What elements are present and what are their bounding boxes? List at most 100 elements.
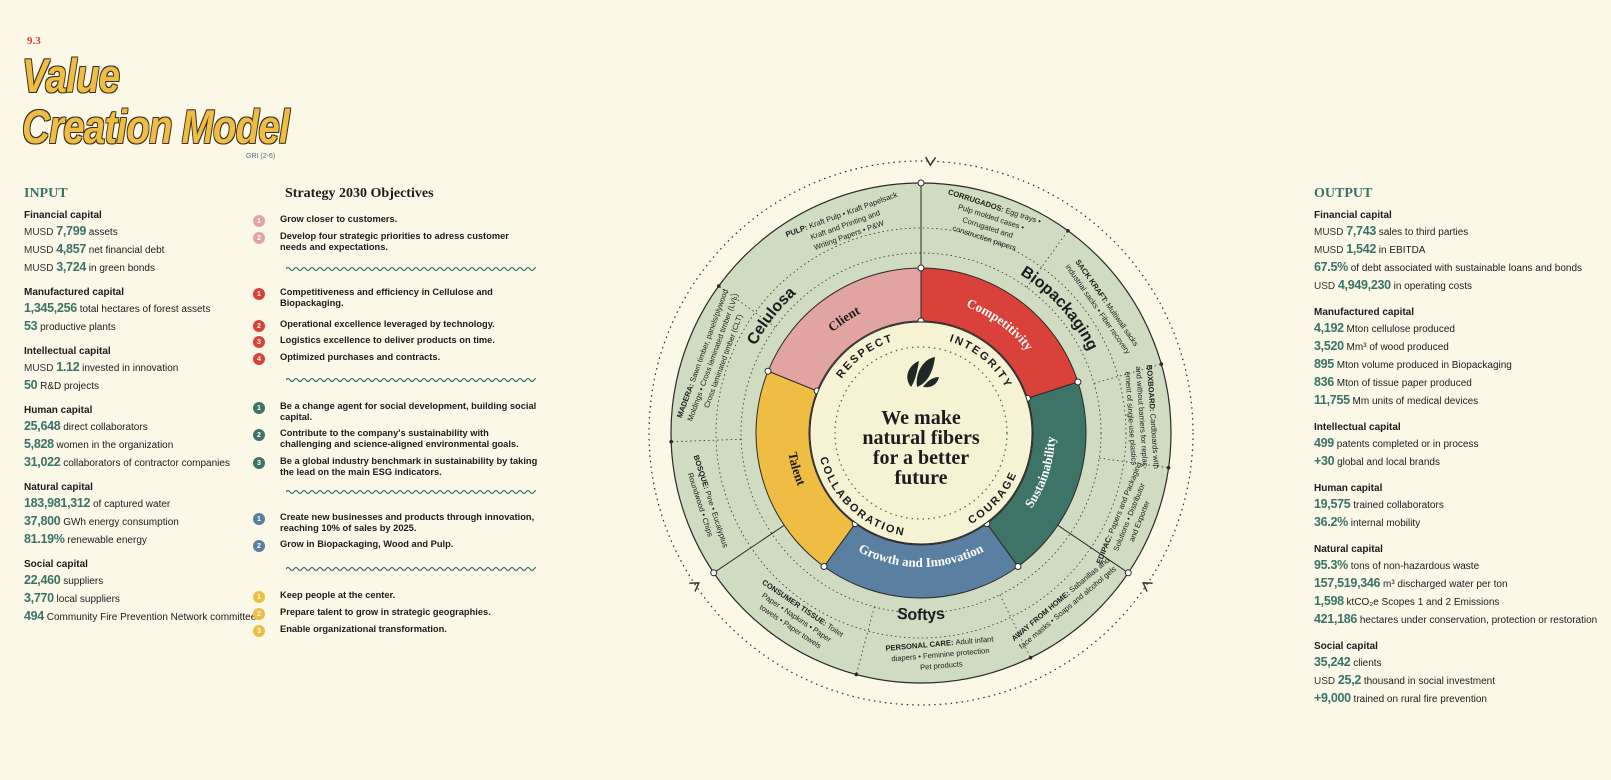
item-value: 836	[1314, 375, 1334, 389]
item-unit: USD	[1314, 676, 1338, 687]
item-text: local suppliers	[53, 594, 120, 605]
objective-number-badge: 1	[253, 288, 265, 300]
input-capital-name: Human capital	[24, 405, 93, 416]
divider-dot	[854, 672, 859, 677]
page-title: Value Creation Model	[22, 50, 290, 152]
output-capital-item: 11,755 Mm units of medical devices	[1314, 392, 1604, 410]
divider-dot	[669, 439, 673, 444]
input-capital-item: 22,460 suppliers	[24, 572, 254, 590]
item-value: +9,000	[1314, 691, 1351, 705]
item-text: Mm units of medical devices	[1349, 396, 1479, 407]
item-value: 22,460	[24, 573, 61, 587]
input-capital-item: 25,648 direct collaborators	[24, 418, 254, 436]
objective-text: Logistics excellence to deliver products…	[280, 335, 495, 345]
item-text: women in the organization	[53, 440, 174, 451]
item-text: Mm³ of wood produced	[1343, 342, 1449, 353]
item-value: 421,186	[1314, 612, 1358, 626]
input-heading: INPUT	[24, 186, 68, 201]
objective-text: Be a change agent for social development…	[280, 401, 537, 422]
output-capital-item: 95.3% tons of non-hazardous waste	[1314, 557, 1604, 575]
divider-dot	[1028, 655, 1033, 660]
output-capital-item: +9,000 trained on rural fire prevention	[1314, 690, 1604, 708]
objective-text: Create new businesses and products throu…	[280, 512, 535, 533]
divider-dot	[710, 569, 718, 577]
input-capital-item: MUSD 3,724 in green bonds	[24, 259, 254, 277]
item-value: 7,743	[1346, 224, 1377, 238]
output-capital-item: USD 4,949,230 in operating costs	[1314, 277, 1604, 295]
input-capital-item: 37,800 GWh energy consumption	[24, 513, 254, 531]
outer-orbit-ring	[648, 160, 1194, 706]
item-text: hectares under conservation, protection …	[1357, 615, 1598, 626]
input-capital-item: 1,345,256 total hectares of forest asset…	[24, 300, 254, 318]
leaf-logo-icon	[907, 357, 939, 388]
item-text: R&D projects	[37, 381, 99, 392]
input-capital-item: 494 Community Fire Prevention Network co…	[24, 608, 261, 626]
output-capital-item: 19,575 trained collaborators	[1314, 496, 1604, 514]
item-value: 50	[24, 378, 38, 392]
item-text: total hectares of forest assets	[76, 304, 211, 315]
output-capital-item: 421,186 hectares under conservation, pro…	[1314, 611, 1604, 629]
item-unit: USD	[1314, 281, 1338, 292]
output-capital-item: 1,598 ktCO₂e Scopes 1 and 2 Emissions	[1314, 593, 1604, 611]
input-capital-name: Natural capital	[24, 482, 93, 493]
input-capital-item: MUSD 7,799 assets	[24, 223, 254, 241]
item-text: Community Fire Prevention Network commit…	[43, 612, 262, 623]
item-value: 895	[1314, 357, 1334, 371]
output-capital-item: 499 patents completed or in process	[1314, 435, 1604, 453]
item-text: assets	[86, 227, 118, 238]
item-value: 25,2	[1337, 673, 1362, 687]
item-value: 3,724	[56, 260, 87, 274]
output-capital-item: MUSD 1,542 in EBITDA	[1314, 241, 1604, 259]
objective-number-badge: 4	[253, 353, 265, 365]
item-value: 1,598	[1314, 594, 1344, 608]
item-unit: MUSD	[1314, 227, 1347, 238]
objective-number-badge: 1	[253, 215, 265, 227]
objective-text: Optimized purchases and contracts.	[280, 352, 441, 362]
output-capital-name: Manufactured capital	[1314, 307, 1415, 318]
product-text: Pet products	[920, 659, 963, 672]
input-capital-block: Natural capital 183,981,312 of captured w…	[24, 482, 254, 549]
strategy-objective: 4 Optimized purchases and contracts.	[253, 352, 538, 365]
wave-divider	[286, 566, 536, 572]
item-text: renewable energy	[64, 535, 147, 546]
divider-dot	[716, 284, 721, 288]
wave-divider	[286, 377, 536, 383]
output-capital-item: 35,242 clients	[1314, 654, 1604, 672]
gri-reference: GRI (2-6)	[246, 153, 276, 160]
output-capital-name: Intellectual capital	[1314, 422, 1401, 433]
business-ring-border	[740, 252, 1102, 614]
input-capital-item: 31,022 collaborators of contractor compa…	[24, 454, 254, 472]
item-text: collaborators of contractor companies	[60, 458, 230, 469]
objective-text: Grow closer to customers.	[280, 214, 398, 224]
input-capital-item: 183,981,312 of captured water	[24, 495, 254, 513]
item-value: 183,981,312	[24, 496, 91, 510]
item-value: 81.19%	[24, 532, 65, 546]
output-capital-item: 157,519,346 m³ discharged water per ton	[1314, 575, 1604, 593]
input-capital-item: MUSD 4,857 net financial debt	[24, 241, 254, 259]
output-capital-name: Financial capital	[1314, 210, 1392, 221]
item-text: in EBITDA	[1376, 245, 1426, 256]
output-heading: OUTPUT	[1314, 186, 1373, 201]
item-text: patents completed or in process	[1333, 439, 1479, 450]
product-text: Adult infant	[955, 634, 995, 646]
input-capital-block: Human capital 25,648 direct collaborators…	[24, 405, 254, 472]
item-text: thousand in social investment	[1361, 676, 1496, 687]
product-line: Pet products	[920, 659, 963, 672]
item-value: 4,192	[1314, 321, 1344, 335]
output-capital-item: 36.2% internal mobility	[1314, 514, 1604, 532]
item-value: 95.3%	[1314, 558, 1348, 572]
pillar-joint-dot	[820, 562, 828, 570]
objective-text: Keep people at the center.	[280, 590, 396, 600]
item-text: Mton of tissue paper produced	[1333, 378, 1472, 389]
item-value: 25,648	[24, 419, 61, 433]
